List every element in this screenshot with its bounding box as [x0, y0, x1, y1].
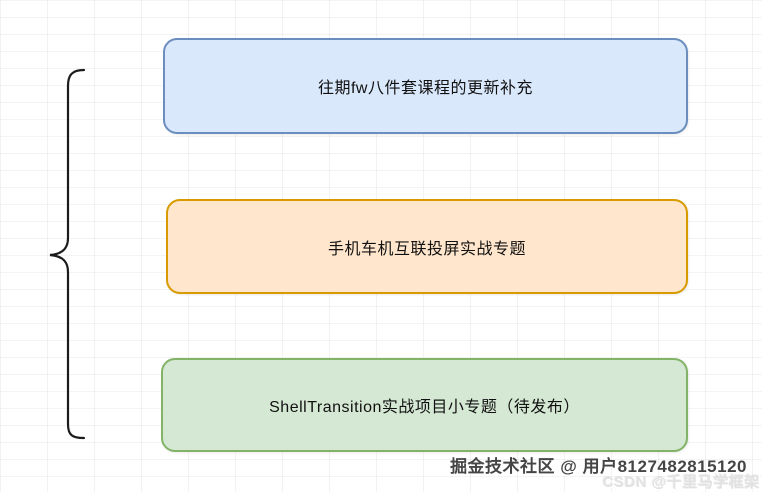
- watermark-juejin: 掘金技术社区 @ 用户8127482815120: [450, 457, 747, 476]
- curly-brace-left: [49, 68, 86, 440]
- node-shelltransition-topic-label: ShellTransition实战项目小专题（待发布）: [269, 399, 580, 416]
- node-carplay-topic-label: 手机车机互联投屏实战专题: [327, 240, 526, 258]
- node-course-update[interactable]: 往期fw八件套课程的更新补充: [163, 38, 688, 134]
- node-shelltransition-topic[interactable]: ShellTransition实战项目小专题（待发布）: [161, 358, 688, 452]
- node-course-update-label: 往期fw八件套课程的更新补充: [317, 80, 533, 97]
- watermark-csdn: CSDN @千里马学框架: [602, 474, 760, 491]
- node-carplay-topic[interactable]: 手机车机互联投屏实战专题: [166, 199, 688, 294]
